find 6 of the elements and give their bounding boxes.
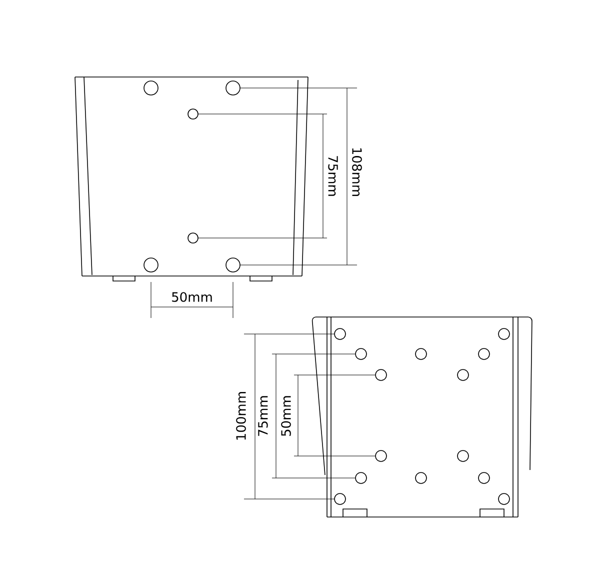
dimension-label: 50mm xyxy=(281,396,291,436)
dimension-label: 108mm xyxy=(352,148,362,196)
dimension-label: 75mm xyxy=(258,396,268,436)
dimension-label: 75mm xyxy=(328,156,338,196)
dimension-label: 100mm xyxy=(236,392,246,440)
dimension-label: 50mm xyxy=(172,292,212,302)
